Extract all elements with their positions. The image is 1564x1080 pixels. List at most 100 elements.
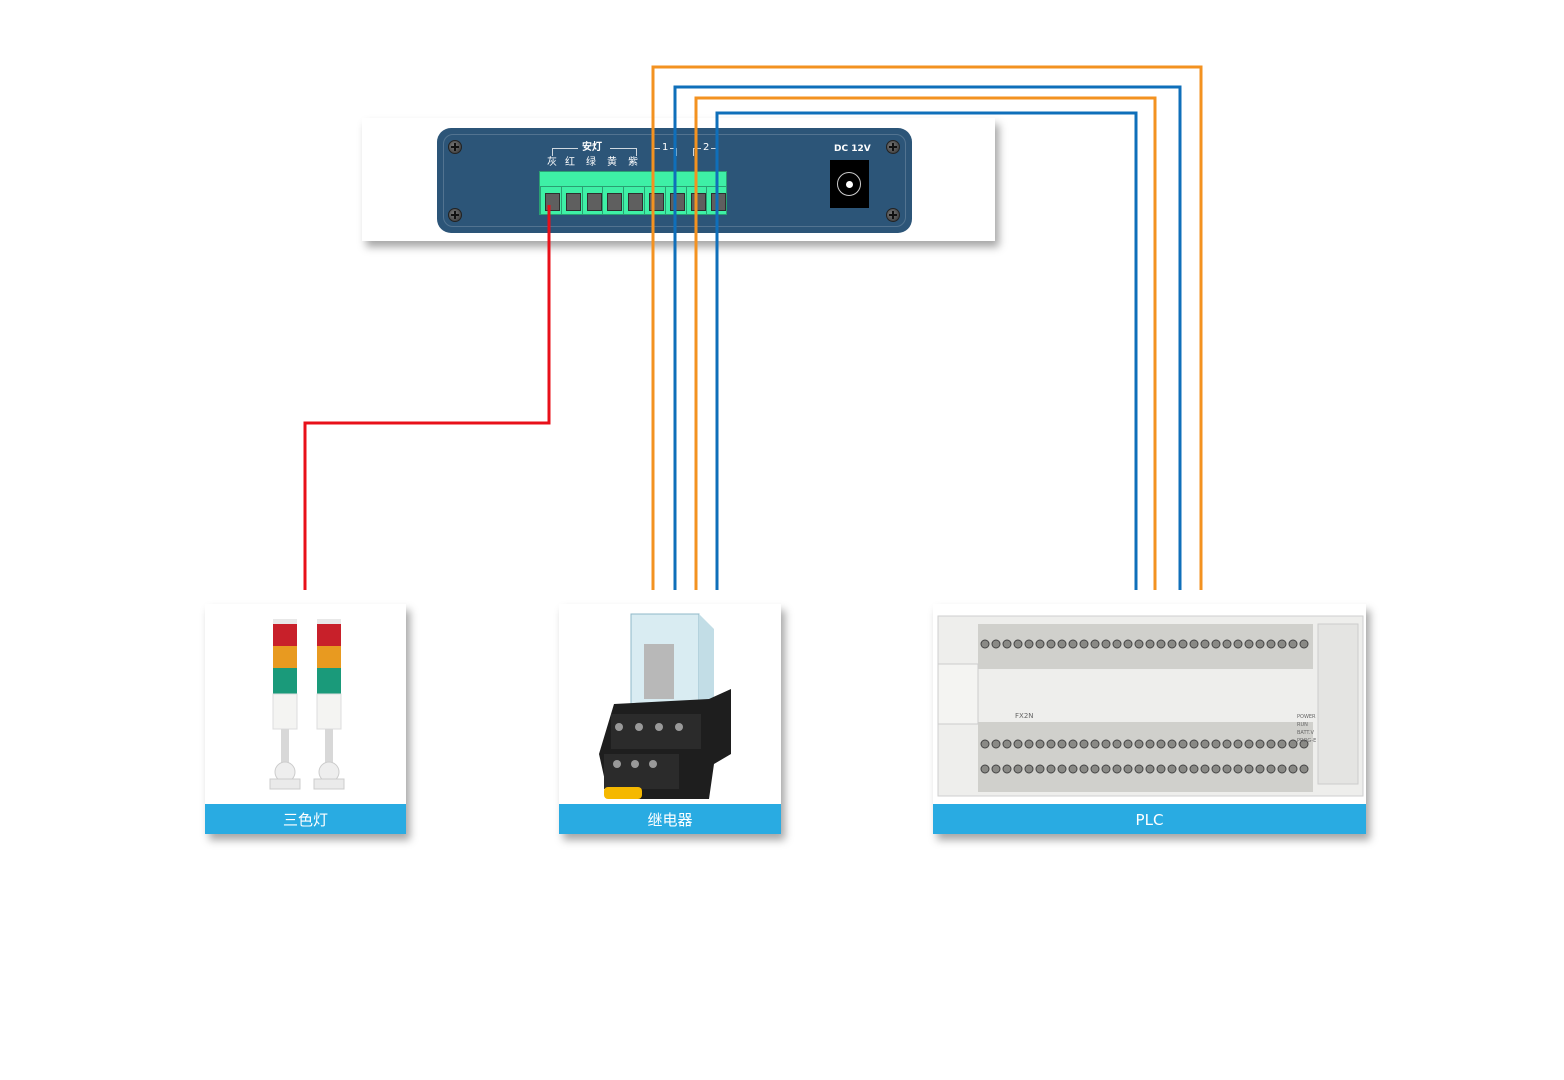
plc-terminal-screw: [1101, 764, 1111, 774]
plc-terminal-screw: [1134, 764, 1144, 774]
plc-terminal-screw: [1002, 639, 1012, 649]
dc-power-jack: [830, 160, 869, 208]
plc-top-terminals: [980, 639, 1309, 649]
plc-terminal-screw: [1046, 639, 1056, 649]
plc-terminal-screw: [991, 764, 1001, 774]
screw-icon: [448, 208, 462, 222]
terminal-hole: [628, 193, 644, 211]
terminal-slot: [540, 187, 561, 214]
plc-terminal-screw: [1035, 739, 1045, 749]
plc-terminal-screw: [1233, 764, 1243, 774]
plc-terminal-screw: [1024, 764, 1034, 774]
plc-terminal-screw: [1057, 639, 1067, 649]
plc-terminal-screw: [1244, 739, 1254, 749]
terminal-slot: [581, 187, 603, 214]
plc-terminal-screw: [1255, 739, 1265, 749]
screw-icon: [886, 208, 900, 222]
andon-bracket-left-side: [552, 148, 553, 156]
plc-terminal-screw: [1002, 764, 1012, 774]
terminal-slot: [560, 187, 582, 214]
plc-terminal-screw: [1046, 739, 1056, 749]
plc-terminal-screw: [1288, 639, 1298, 649]
plc-terminal-screw: [1299, 639, 1309, 649]
dc-power-label: DC 12V: [834, 144, 871, 154]
plc-terminal-screw: [1057, 764, 1067, 774]
plc-terminal-screw: [1068, 739, 1078, 749]
device-card-plc[interactable]: FX2N POWER RUN BATT.V PROG-E PLC: [933, 604, 1366, 834]
plc-terminal-screw: [1178, 639, 1188, 649]
relay1-bracket: [652, 148, 660, 149]
plc-terminal-screw: [1123, 764, 1133, 774]
plc-terminal-screw: [1024, 639, 1034, 649]
plc-terminal-screw: [1167, 764, 1177, 774]
plc-terminal-screw: [1112, 739, 1122, 749]
device-caption: PLC: [933, 804, 1366, 834]
plc-terminal-screw: [1145, 739, 1155, 749]
plc-indicator-batt: BATT.V: [1297, 730, 1314, 736]
plc-terminal-screw: [980, 639, 990, 649]
plc-terminal-screw: [1189, 739, 1199, 749]
plc-terminal-screw: [1068, 639, 1078, 649]
terminal-slot: [664, 187, 686, 214]
relay2-bracket: [693, 148, 701, 149]
plc-terminal-screw: [1200, 764, 1210, 774]
plc-terminal-screw: [1101, 739, 1111, 749]
plc-terminal-screw: [1288, 739, 1298, 749]
plc-terminal-screw: [1079, 764, 1089, 774]
plc-terminal-screw: [1244, 639, 1254, 649]
terminal-hole: [711, 193, 727, 211]
terminal-hole: [690, 193, 706, 211]
plc-terminal-screw: [1057, 739, 1067, 749]
plc-terminal-screw: [1277, 764, 1287, 774]
channel-label-red: 红: [565, 157, 575, 168]
device-card-relay[interactable]: 继电器: [559, 604, 781, 834]
andon-bracket-left: [552, 148, 578, 149]
terminal-slot: [644, 187, 665, 214]
plc-terminal-screw: [980, 739, 990, 749]
relay2-bracket-r: [711, 148, 717, 149]
plc-terminal-screw: [1299, 764, 1309, 774]
plc-terminal-screw: [1035, 639, 1045, 649]
plc-terminal-screw: [1013, 764, 1023, 774]
plc-terminal-screw: [1244, 764, 1254, 774]
plc-terminal-screw: [1123, 739, 1133, 749]
relay1-bracket-side: [652, 148, 653, 156]
stack-light-image: [205, 604, 406, 804]
plc-terminal-screw: [1112, 764, 1122, 774]
relay-group-1-label: 1: [662, 142, 669, 153]
plc-terminal-screw: [1134, 739, 1144, 749]
plc-terminal-screw: [1211, 639, 1221, 649]
plc-terminal-screw: [1024, 739, 1034, 749]
plc-terminal-screw: [991, 739, 1001, 749]
plc-indicator-power: POWER: [1297, 714, 1316, 720]
plc-terminal-screw: [1145, 764, 1155, 774]
channel-label-purple: 紫: [628, 157, 638, 168]
plc-terminal-screw: [1013, 639, 1023, 649]
plc-terminal-screw: [1255, 764, 1265, 774]
plc-terminal-screw: [1156, 739, 1166, 749]
relay-image: [559, 604, 781, 804]
plc-terminal-screw: [1156, 639, 1166, 649]
plc-terminal-screw: [1189, 764, 1199, 774]
plc-terminal-screw: [1277, 639, 1287, 649]
plc-indicator-run: RUN: [1297, 722, 1308, 728]
plc-terminal-screw: [1299, 739, 1309, 749]
terminal-slot: [706, 187, 727, 214]
plc-terminal-screw: [1134, 639, 1144, 649]
screw-icon: [886, 140, 900, 154]
channel-label-green: 绿: [586, 157, 596, 168]
terminal-hole: [545, 193, 560, 211]
plc-terminal-screw: [1112, 639, 1122, 649]
terminal-hole: [649, 193, 664, 211]
plc-terminal-screw: [1167, 639, 1177, 649]
device-card-stack-light[interactable]: 三色灯: [205, 604, 406, 834]
plc-terminal-screw: [1090, 739, 1100, 749]
plc-terminal-screw: [1277, 739, 1287, 749]
plc-image: FX2N POWER RUN BATT.V PROG-E: [933, 604, 1366, 804]
plc-terminal-screw: [1002, 739, 1012, 749]
plc-terminal-screw: [1222, 764, 1232, 774]
wire-stack-light: [303, 205, 551, 590]
plc-bottom-terminals: [980, 739, 1309, 774]
plc-terminal-screw: [980, 764, 990, 774]
plc-terminal-screw: [1090, 764, 1100, 774]
